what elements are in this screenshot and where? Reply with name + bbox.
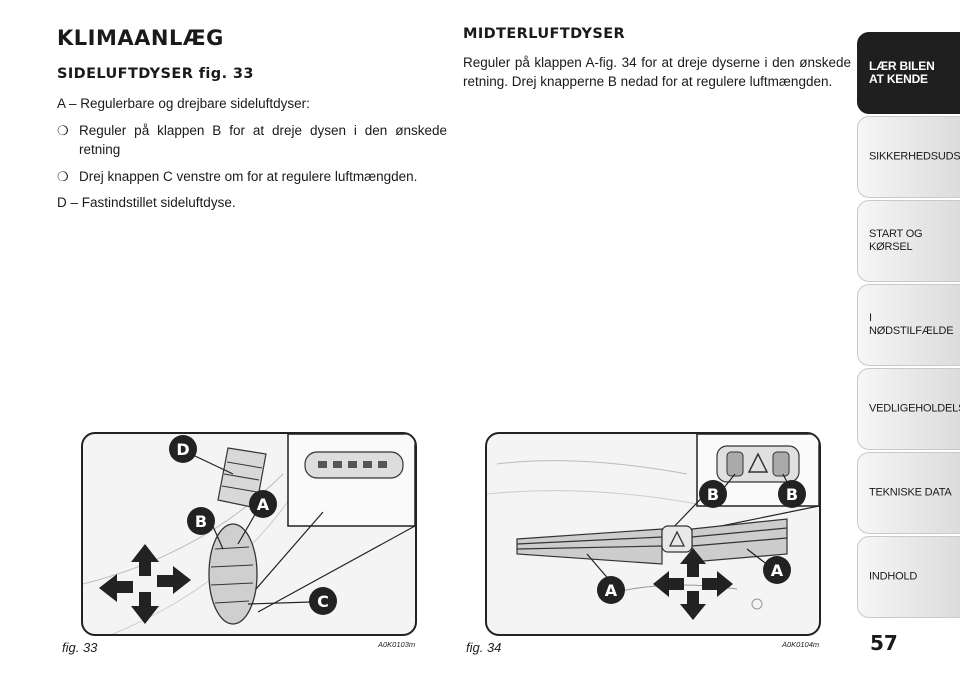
tab-i-nodstilfaelde[interactable]: I NØDSTILFÆLDE [857,284,960,366]
tab-label: LÆR BILEN AT KENDE [869,59,935,86]
bullet-item: ❍ Reguler på klappen B for at dreje dyse… [57,121,447,161]
bullet-text: Reguler på klappen B for at dreje dysen … [79,123,447,157]
tab-laer-bilen-at-kende[interactable]: LÆR BILEN AT KENDE [857,32,960,114]
figure-label: D [176,440,189,459]
page-number: 57 [870,631,898,655]
center-vents-paragraph: Reguler på klappen A-fig. 34 for at drej… [463,55,851,89]
tab-label: INDHOLD [869,570,918,583]
figure-label: A [257,495,270,514]
figure-label: A [771,561,784,580]
figure-caption: fig. 34 [466,640,502,655]
bullet-item: ❍ Drej knappen C venstre om for at regul… [57,167,447,187]
page-title: KLIMAANLÆG [57,26,224,50]
figure-label: C [317,592,329,611]
tab-label: I NØDSTILFÆLDE [869,312,954,337]
tab-start-og-korsel[interactable]: START OG KØRSEL [857,200,960,282]
item-a-text: A – Regulerbare og drejbare sideluftdyse… [57,96,310,111]
figure-code: A0K0103m [378,640,416,649]
tab-indhold[interactable]: INDHOLD [857,536,960,618]
figure-label: B [707,485,719,504]
figure-34-illustration: B B A A [485,432,821,636]
tab-sikkerhedsudstyr[interactable]: SIKKERHEDSUDSTYR [857,116,960,198]
section-title-center-vents: MIDTERLUFTDYSER [463,26,626,42]
tab-label: VEDLIGEHOLDELSE [869,402,960,415]
bullet-circle-icon: ❍ [57,169,69,184]
figure-label: B [786,485,798,504]
tab-label: TEKNISKE DATA [869,486,952,499]
tab-vedligeholdelse[interactable]: VEDLIGEHOLDELSE [857,368,960,450]
figure-caption: fig. 33 [62,640,98,655]
figure-label: B [195,512,207,531]
tab-label: SIKKERHEDSUDSTYR [869,150,960,163]
figure-code: A0K0104m [782,640,820,649]
section-title-side-vents: SIDELUFTDYSER fig. 33 [57,66,254,82]
figure-33-illustration: D A B C [81,432,417,636]
bullet-text: Drej knappen C venstre om for at reguler… [79,169,418,184]
tab-label: START OG KØRSEL [869,228,923,253]
bullet-circle-icon: ❍ [57,123,69,138]
tab-tekniske-data[interactable]: TEKNISKE DATA [857,452,960,534]
figure-label: A [605,581,618,600]
item-d-text: D – Fastindstillet sideluftdyse. [57,195,236,210]
